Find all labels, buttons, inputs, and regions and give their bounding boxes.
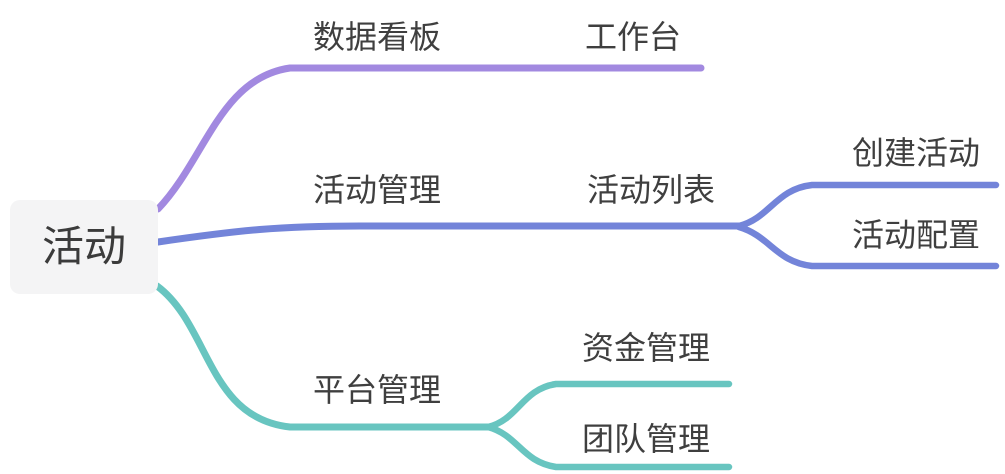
branch-line-activity-management	[154, 222, 743, 246]
node-create-activity[interactable]: 创建活动	[852, 135, 981, 171]
node-activity-config[interactable]: 活动配置	[852, 217, 981, 253]
root-node-activity[interactable]: 活动	[10, 200, 158, 294]
branch-line-platform-management	[153, 282, 492, 431]
node-data-dashboard[interactable]: 数据看板	[313, 19, 442, 55]
node-workbench[interactable]: 工作台	[585, 19, 682, 55]
branch-line-create-activity	[735, 181, 1000, 230]
branch-line-fund-management	[484, 380, 733, 431]
branch-line-team-management	[484, 423, 733, 471]
branch-line-activity-config	[735, 223, 1000, 270]
branch-line-data-dashboard	[154, 64, 705, 213]
node-fund-management[interactable]: 资金管理	[582, 330, 711, 366]
node-team-management[interactable]: 团队管理	[582, 421, 711, 457]
root-node-label: 活动	[41, 223, 126, 270]
node-platform-management[interactable]: 平台管理	[313, 372, 442, 408]
node-activity-list[interactable]: 活动列表	[587, 172, 716, 208]
node-activity-management[interactable]: 活动管理	[313, 172, 442, 208]
